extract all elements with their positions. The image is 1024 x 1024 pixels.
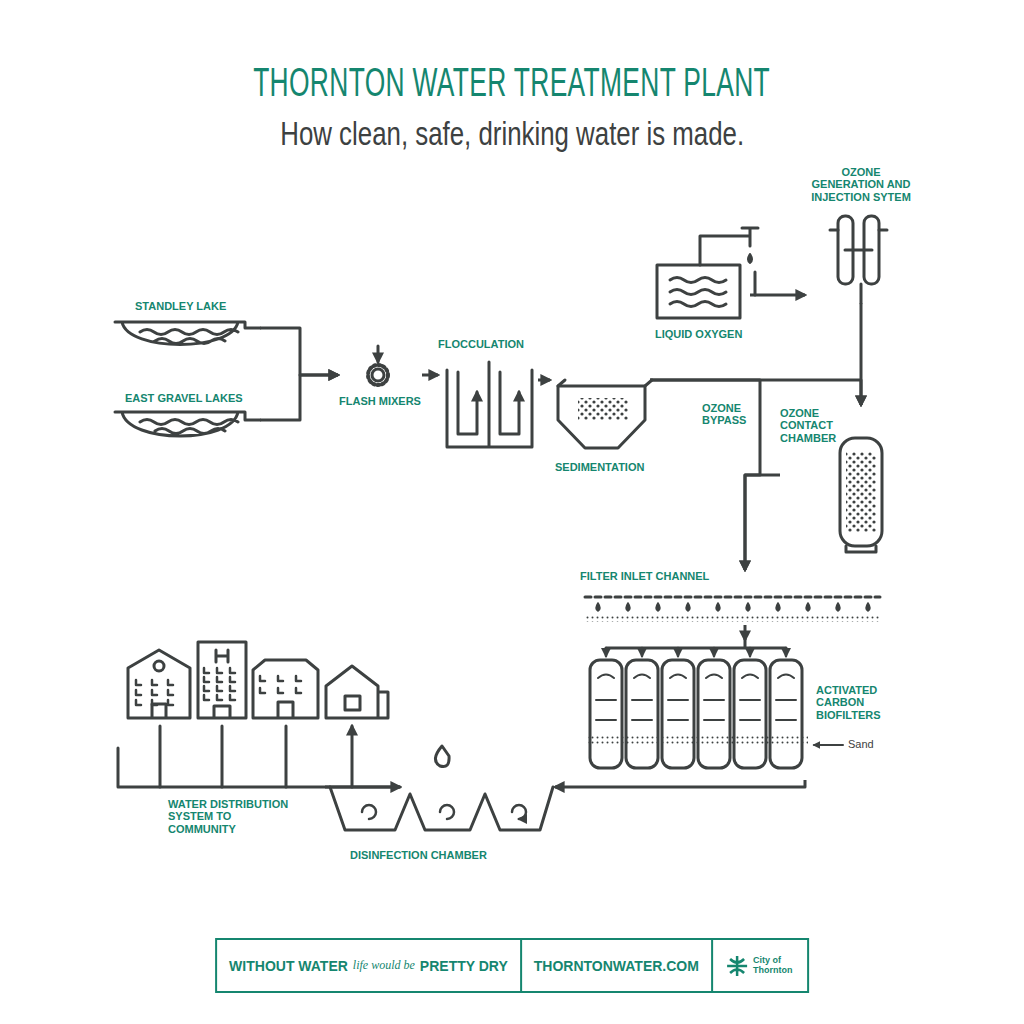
- lake-icon: [115, 322, 260, 345]
- filter-column: [590, 660, 622, 768]
- flocculation-tank: [447, 362, 532, 447]
- title-line: THORNTON WATER TREATMENT PLANT: [0, 60, 1024, 105]
- stage-label: FLASH MIXERS: [338, 395, 422, 407]
- hospital-building: [198, 642, 246, 718]
- process-stage: FLOCCULATION: [438, 338, 538, 448]
- slogan-section: WITHOUT WATER life would be PRETTY DRY: [217, 940, 520, 991]
- website-text: THORNTONWATER.COM: [534, 958, 699, 974]
- pipe-connector: [538, 379, 550, 382]
- water-drop: [596, 603, 600, 611]
- water-drop: [746, 603, 750, 611]
- sand-label: Sand: [848, 738, 874, 750]
- pipe-connector: [744, 625, 747, 640]
- process-stage: STANDLEY LAKE: [110, 298, 260, 358]
- process-stage: DISINFECTION CHAMBER: [325, 772, 555, 867]
- water-drop: [686, 603, 690, 611]
- stage-label: FLOCCULATION: [438, 338, 538, 350]
- pipe-connector: [745, 475, 780, 570]
- stage-label: SEDIMENTATION: [555, 461, 650, 473]
- stage-label: FILTER INLET CHANNEL: [580, 570, 740, 582]
- slogan-text: PRETTY DRY: [420, 958, 508, 974]
- filter-column: [626, 660, 658, 768]
- filter-column: [734, 660, 766, 768]
- apartment-building: [253, 660, 318, 718]
- process-stage: OZONE GENERATION AND INJECTION SYTEM: [805, 166, 917, 303]
- stage-label: LIQUID OXYGEN: [655, 328, 750, 340]
- chemical-drop: [435, 746, 449, 767]
- pipe-connector: [422, 374, 438, 377]
- slogan-script: life would be: [353, 958, 415, 973]
- filter-column: [698, 660, 730, 768]
- process-stage: ACTIVATED CARBON BIOFILTERS: [580, 640, 880, 780]
- filter-column: [770, 660, 802, 768]
- water-drop: [656, 603, 660, 611]
- mixer-icon: [368, 365, 388, 385]
- pipe-connector: [325, 786, 400, 789]
- disinfection-troughs: [330, 787, 553, 830]
- process-stage: FLASH MIXERS: [338, 358, 422, 413]
- stage-label: STANDLEY LAKE: [135, 300, 257, 312]
- pipe-connector: [555, 780, 805, 787]
- edge-label: OZONE BYPASS: [702, 402, 754, 427]
- process-stage: EAST GRAVEL LAKES: [110, 390, 260, 452]
- school-building: [128, 650, 190, 718]
- slogan-text: WITHOUT WATER: [229, 958, 348, 974]
- water-drop: [626, 603, 630, 611]
- inlet-channel: [585, 596, 880, 599]
- lake-icon: [115, 412, 260, 436]
- sand-label-holder: Sand: [848, 738, 874, 750]
- filter-manifold: [606, 640, 786, 648]
- pipe-connector: [860, 303, 863, 405]
- city-logo: [725, 954, 749, 978]
- footer-bar: WITHOUT WATER life would be PRETTY DRY THO…: [215, 938, 809, 993]
- city-name: City of Thornton: [753, 956, 795, 975]
- process-stage: WATER DISTRIBUTION SYSTEM TO COMMUNITY: [110, 630, 400, 835]
- logo-section: City of Thornton: [711, 940, 807, 991]
- filter-column: [662, 660, 694, 768]
- pipe-connector: [650, 380, 861, 405]
- water-drop: [836, 603, 840, 611]
- sedimentation-tank: [558, 386, 645, 448]
- water-drop: [806, 603, 810, 611]
- process-stage: OZONE CONTACT CHAMBER: [780, 405, 885, 550]
- stage-label: OZONE CONTACT CHAMBER: [780, 407, 838, 444]
- water-drop: [716, 603, 720, 611]
- stage-label: OZONE GENERATION AND INJECTION SYTEM: [805, 166, 917, 203]
- sand-pointer: [814, 744, 843, 746]
- stage-label: ACTIVATED CARBON BIOFILTERS: [816, 684, 880, 721]
- process-stage: LIQUID OXYGEN: [650, 228, 750, 343]
- process-stage: FILTER INLET CHANNEL: [578, 570, 883, 625]
- water-drop: [776, 603, 780, 611]
- edge-label-holder: OZONE BYPASS: [702, 402, 754, 427]
- stage-label: EAST GRAVEL LAKES: [125, 392, 257, 404]
- website-section: THORNTONWATER.COM: [520, 940, 711, 991]
- oxygen-tank: [657, 265, 740, 318]
- mixer-icon: [372, 369, 384, 381]
- stage-label: WATER DISTRIBUTION SYSTEM TO COMMUNITY: [168, 798, 300, 835]
- title-text: THORNTON WATER TREATMENT PLANT: [254, 60, 771, 105]
- caption-text: How clean, safe, drinking water is made.: [280, 114, 744, 153]
- tap-icon: [700, 228, 758, 265]
- house-building: [326, 666, 388, 718]
- contact-vessel: [840, 438, 882, 546]
- water-drop: [866, 603, 870, 611]
- caption-line: How clean, safe, drinking water is made.: [0, 114, 1024, 153]
- pipe-connector: [750, 294, 805, 297]
- pipe-connector: [260, 375, 338, 420]
- stage-label: DISINFECTION CHAMBER: [350, 849, 540, 861]
- pipe-connector: [260, 328, 338, 375]
- process-stage: SEDIMENTATION: [550, 372, 650, 477]
